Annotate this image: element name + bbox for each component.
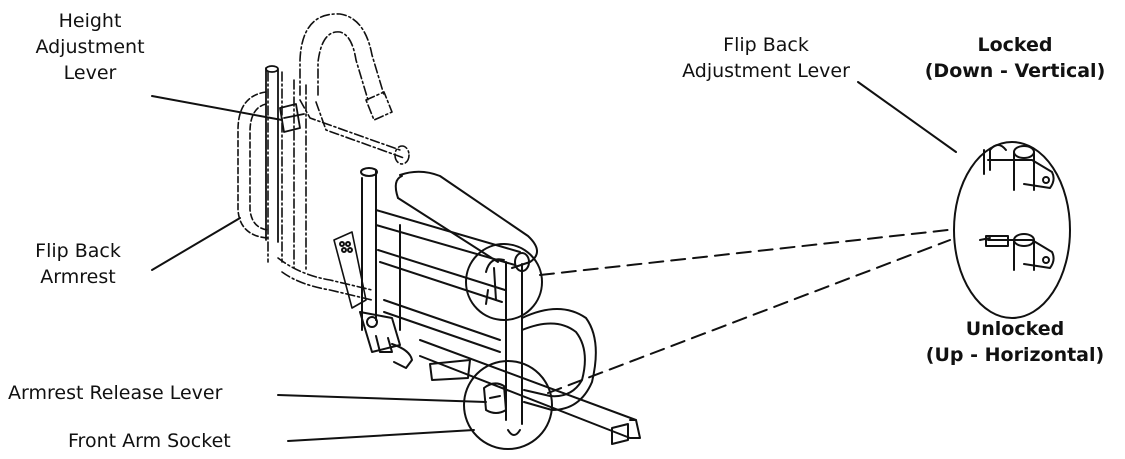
label-unlocked: Unlocked (Up - Horizontal): [925, 318, 1105, 366]
side-frame: [333, 167, 641, 445]
label-front-arm-socket: Front Arm Socket: [68, 430, 231, 452]
flip-back-loop: [237, 91, 269, 239]
label-flip-back-armrest: Flip Back Armrest: [35, 240, 121, 288]
socket-detail-circle: [463, 360, 553, 450]
magnified-lever-view: [953, 141, 1071, 319]
callout-leaders: [151, 81, 957, 442]
lever-detail-circle: [465, 243, 543, 321]
loop-posts: [265, 65, 305, 243]
magnify-leaders: [539, 229, 951, 394]
label-flip-back-adjustment-lever: Flip Back Adjustment Lever: [682, 34, 850, 82]
raised-armrest-ghost: [267, 13, 410, 301]
label-locked: Locked (Down - Vertical): [924, 34, 1106, 82]
label-height-adjustment-lever: Height Adjustment Lever: [35, 10, 145, 84]
label-armrest-release-lever: Armrest Release Lever: [8, 382, 223, 404]
